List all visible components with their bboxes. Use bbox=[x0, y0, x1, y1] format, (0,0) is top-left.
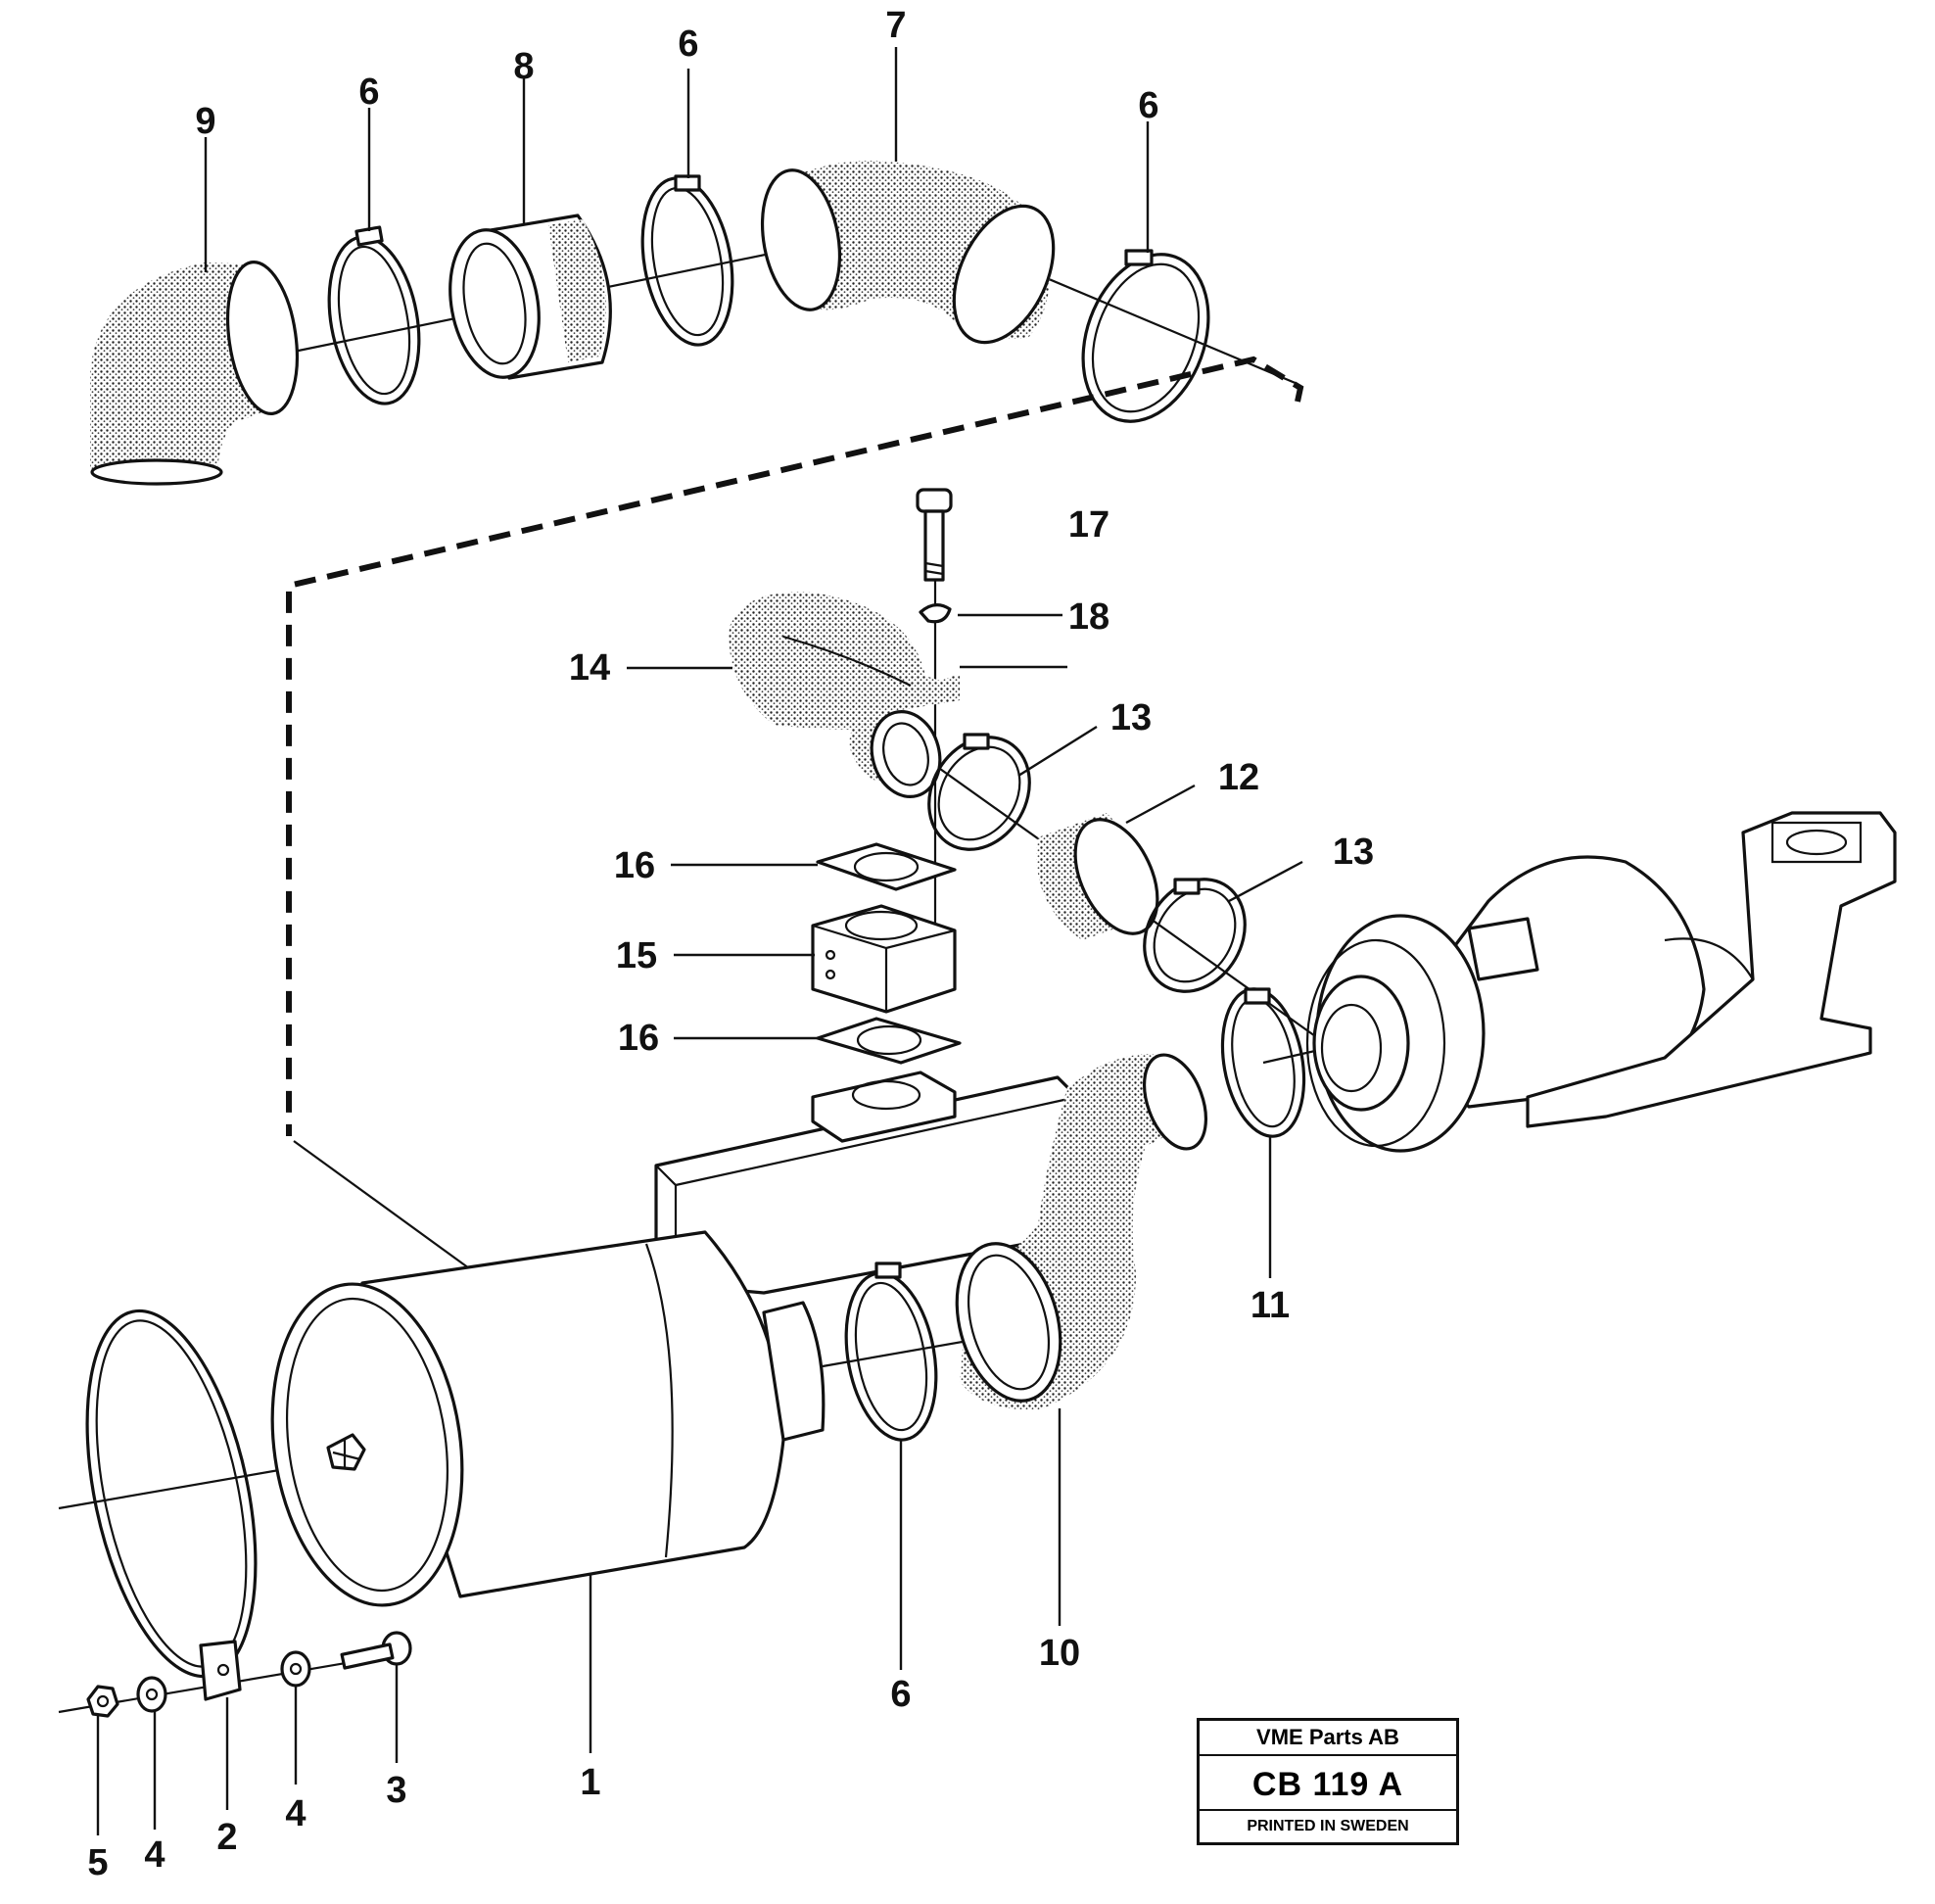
callout-13-lower: 13 bbox=[1333, 832, 1374, 873]
callout-labels: 1 2 3 4 4 5 6 6 6 6 6 7 8 9 10 11 12 13 … bbox=[87, 5, 1374, 1883]
callout-4-right: 4 bbox=[285, 1793, 306, 1834]
part-8-sleeve bbox=[448, 214, 612, 380]
part-16-gasket-upper bbox=[816, 842, 957, 891]
callout-7: 7 bbox=[885, 5, 906, 46]
part-6-clamp-d bbox=[844, 1261, 938, 1442]
callout-9: 9 bbox=[195, 101, 215, 142]
part-6-clamp-c bbox=[1081, 249, 1210, 423]
callout-13-upper: 13 bbox=[1110, 697, 1152, 738]
part-10-bent-hose bbox=[955, 1053, 1207, 1410]
callout-16-lower: 16 bbox=[618, 1018, 659, 1059]
callout-6-c: 6 bbox=[1138, 85, 1158, 126]
title-block: VME Parts AB CB 119 A PRINTED IN SWEDEN bbox=[1197, 1718, 1459, 1845]
part-2-strap bbox=[85, 1309, 258, 1701]
callout-8: 8 bbox=[513, 46, 534, 87]
callout-18: 18 bbox=[1068, 596, 1109, 638]
part-4-washer-left bbox=[136, 1676, 167, 1713]
callout-4-left: 4 bbox=[144, 1834, 165, 1876]
part-6-clamp-a bbox=[327, 225, 421, 405]
callout-3: 3 bbox=[386, 1770, 406, 1811]
leader-lines bbox=[96, 47, 1303, 1835]
part-12-sleeve bbox=[1036, 813, 1159, 940]
turbocharger bbox=[1305, 811, 1897, 1153]
callout-5: 5 bbox=[87, 1842, 108, 1883]
callout-16-upper: 16 bbox=[614, 845, 655, 886]
part-9-elbow-hose bbox=[90, 261, 299, 486]
part-13-clamp-upper bbox=[927, 733, 1031, 851]
part-4-washer-right bbox=[280, 1650, 311, 1688]
part-17-bolt bbox=[916, 488, 953, 582]
callout-6-b: 6 bbox=[678, 24, 698, 65]
part-1-air-cleaner bbox=[270, 1230, 826, 1607]
part-13-clamp-lower bbox=[1143, 878, 1247, 993]
callout-15: 15 bbox=[616, 935, 657, 976]
title-block-code: CB 119 A bbox=[1251, 1766, 1404, 1803]
part-7-elbow bbox=[760, 161, 1056, 345]
callout-2: 2 bbox=[216, 1817, 237, 1858]
callout-17: 17 bbox=[1068, 504, 1109, 546]
callout-6-a: 6 bbox=[358, 71, 379, 113]
part-18-washer bbox=[919, 603, 952, 624]
callout-6-d: 6 bbox=[890, 1674, 911, 1715]
callout-10: 10 bbox=[1039, 1633, 1080, 1674]
callout-11: 11 bbox=[1251, 1285, 1290, 1326]
callout-12: 12 bbox=[1218, 757, 1259, 798]
part-3-bolt bbox=[340, 1631, 412, 1670]
dashed-connection-line bbox=[286, 356, 1304, 1136]
callout-14: 14 bbox=[569, 647, 610, 689]
part-15-spacer bbox=[811, 904, 957, 1014]
part-14-inlet-elbow bbox=[729, 592, 960, 799]
title-block-printed: PRINTED IN SWEDEN bbox=[1200, 1809, 1456, 1842]
title-block-company: VME Parts AB bbox=[1200, 1721, 1456, 1756]
part-11-clamp bbox=[1220, 987, 1306, 1138]
part-16-gasket-lower bbox=[816, 1017, 962, 1065]
callout-1: 1 bbox=[580, 1762, 600, 1803]
part-5-nut bbox=[86, 1685, 119, 1718]
